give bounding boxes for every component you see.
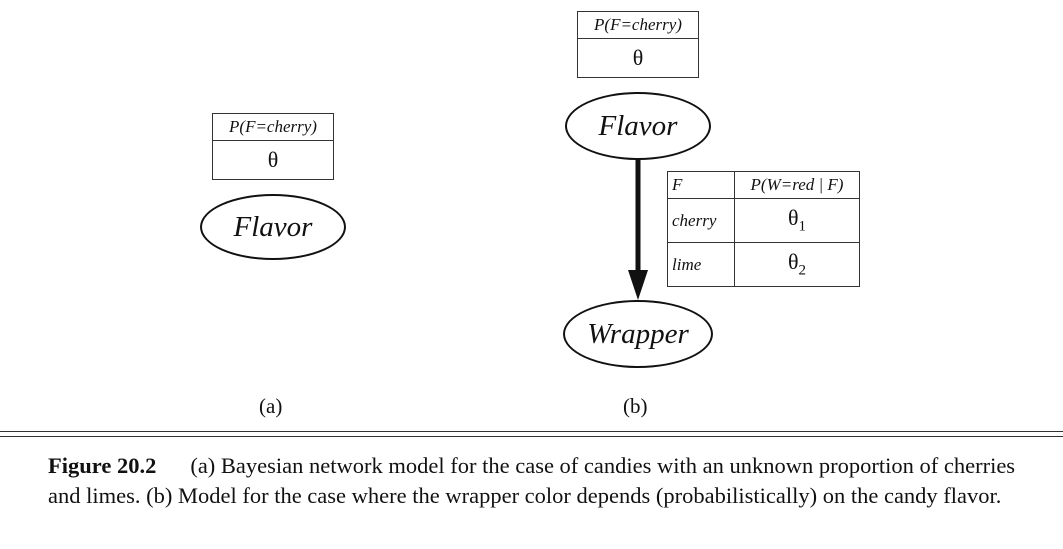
flavor-node-b: Flavor [565,92,711,160]
cpt-row-lime: lime [667,242,735,287]
cpt-row-cherry: cherry [667,198,735,243]
figure-caption: Figure 20.2(a) Bayesian network model fo… [48,451,1038,511]
caption-text: (a) Bayesian network model for the case … [48,453,1016,508]
cpt-wrapper: F P(W=red | F) cherry θ1 lime θ2 [667,171,860,287]
arrow-head-icon [628,270,648,300]
cpt-value: θ [212,140,334,180]
cpt-flavor-b: P(F=cherry) θ [577,11,699,78]
cpt-value: θ [577,38,699,78]
wrapper-node: Wrapper [563,300,713,368]
cpt-theta-2: θ2 [734,242,860,287]
cpt-flavor-a: P(F=cherry) θ [212,113,334,180]
cpt-col-f-header: F [667,171,735,199]
cpt-header: P(F=cherry) [212,113,334,141]
divider-bottom [0,436,1063,437]
cpt-theta-1: θ1 [734,198,860,243]
cpt-header: P(F=cherry) [577,11,699,39]
cpt-col-p-header: P(W=red | F) [734,171,860,199]
figure-label: Figure 20.2 [48,453,157,478]
panel-a-label: (a) [259,394,283,418]
flavor-node-a: Flavor [200,194,346,260]
divider-top [0,431,1063,432]
panel-b-label: (b) [623,394,648,418]
edge-flavor-to-wrapper [628,158,648,300]
